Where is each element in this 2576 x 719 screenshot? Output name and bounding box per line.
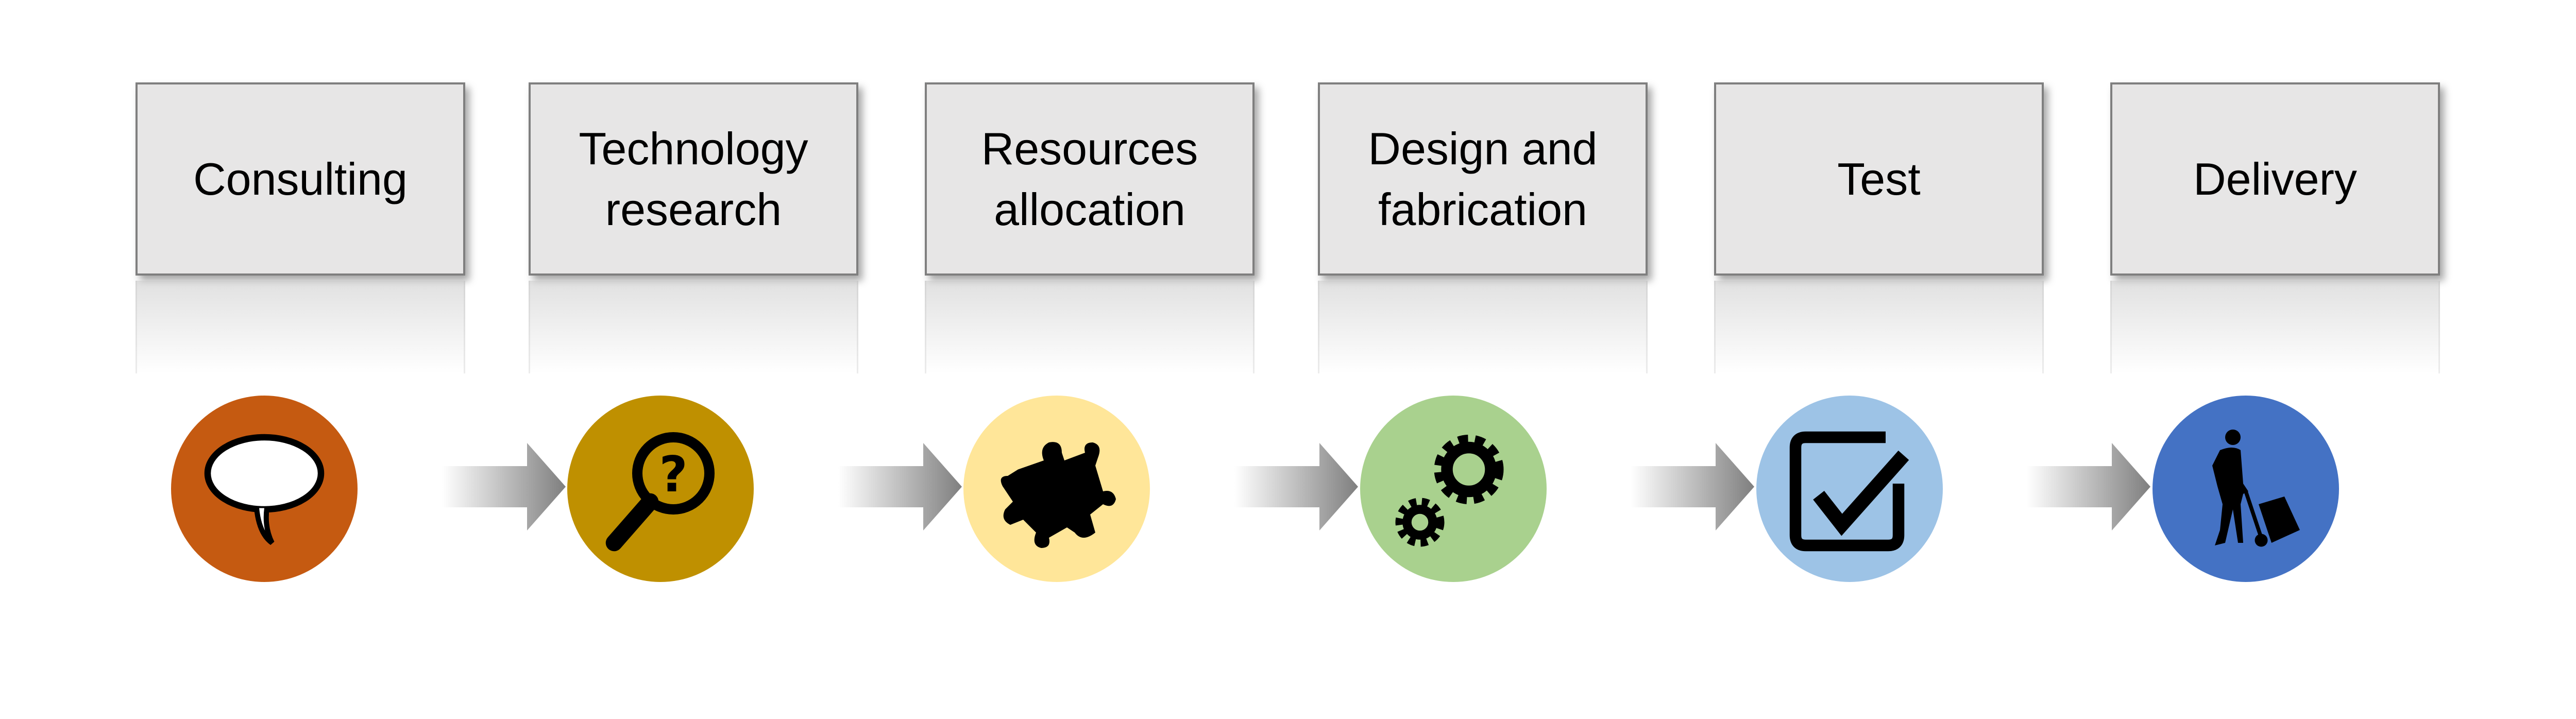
step-delivery: Delivery xyxy=(2110,0,2445,719)
step-design-fabrication: Design and fabrication xyxy=(1318,0,1653,719)
step-circle: ? xyxy=(567,396,754,582)
svg-text:?: ? xyxy=(659,447,687,503)
step-box: Technology research xyxy=(529,82,858,276)
step-box: Consulting xyxy=(135,82,465,276)
step-box: Delivery xyxy=(2110,82,2440,276)
step-technology-research: Technology research ? xyxy=(529,0,863,719)
step-circle xyxy=(2153,396,2339,582)
box-reflection xyxy=(1318,281,1648,373)
arrow-right-icon xyxy=(1234,443,1358,530)
box-reflection xyxy=(925,281,1255,373)
step-circle xyxy=(963,396,1150,582)
magnifier-question-icon: ? xyxy=(605,432,715,552)
puzzle-piece-icon xyxy=(1001,442,1116,548)
step-label: Consulting xyxy=(193,153,408,204)
step-label: Resources allocation xyxy=(981,123,1198,235)
step-box: Design and fabrication xyxy=(1318,82,1648,276)
step-label: Technology research xyxy=(579,123,808,235)
step-label: Design and fabrication xyxy=(1368,123,1598,235)
step-box: Test xyxy=(1714,82,2044,276)
step-circle xyxy=(171,396,358,582)
step-resources-allocation: Resources allocation xyxy=(925,0,1260,719)
arrow-right-icon xyxy=(2027,443,2150,530)
arrow-right-icon xyxy=(838,443,962,530)
step-label: Delivery xyxy=(2193,153,2357,204)
box-reflection xyxy=(2110,281,2440,373)
step-circle xyxy=(1756,396,1943,582)
speech-bubble-icon xyxy=(204,434,325,545)
step-test: Test xyxy=(1714,0,2049,719)
step-box: Resources allocation xyxy=(925,82,1255,276)
step-circle xyxy=(1360,396,1547,582)
box-reflection xyxy=(1714,281,2044,373)
delivery-man-icon xyxy=(2212,430,2300,547)
step-consulting: Consulting xyxy=(135,0,470,719)
step-label: Test xyxy=(1837,153,1921,204)
checkbox-icon xyxy=(1789,431,1909,552)
arrow-right-icon xyxy=(1631,443,1754,530)
box-reflection xyxy=(529,281,858,373)
gears-icon xyxy=(1395,435,1504,547)
arrow-right-icon xyxy=(442,443,566,530)
box-reflection xyxy=(135,281,465,373)
